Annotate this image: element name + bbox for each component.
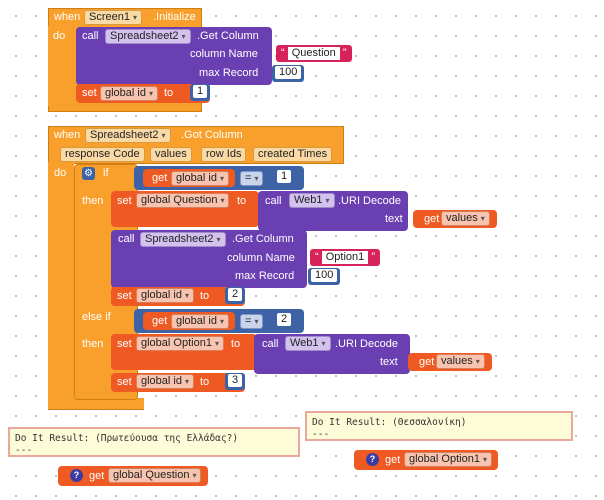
column-name-param-label: column Name	[190, 48, 258, 60]
result-line-2: ---	[15, 445, 33, 456]
got-column-event-label: .Got Column	[181, 129, 243, 141]
do-label-2: do	[54, 167, 67, 179]
call-label: call	[82, 30, 99, 42]
uri-decode-method-label: .URI Decode	[338, 195, 401, 207]
do-label: do	[53, 30, 66, 42]
set-label-5: set	[117, 376, 132, 388]
question-text-block[interactable]: “ Question ”	[276, 45, 352, 62]
max-record-param-label-2: max Record	[235, 270, 295, 282]
when-label-2: when	[54, 129, 81, 141]
max-record-number-block[interactable]: 100	[272, 65, 305, 82]
max-record-param-label: max Record	[199, 67, 259, 79]
warning-question-icon-2[interactable]: ?	[366, 453, 379, 466]
else-if-label: else if	[82, 311, 111, 323]
max-record-number-block-2[interactable]: 100	[308, 268, 341, 285]
do-it-result-tooltip-option1: Do It Result: (Θεσσαλονίκη) ---	[305, 411, 573, 441]
global-id-dropdown-3[interactable]: global id▾	[136, 288, 194, 303]
set-label-4: set	[117, 338, 132, 350]
result-line-2-b: ---	[312, 429, 330, 440]
get-label: get	[152, 172, 168, 184]
mutator-gear-icon[interactable]: ⚙	[82, 167, 95, 180]
do-it-result-tooltip-question: Do It Result: (Πρωτεύουσα της Ελλάδας?) …	[8, 427, 300, 457]
call-web1-uri-decode-block-2[interactable]	[254, 334, 410, 374]
to-label-5: to	[200, 376, 210, 388]
values-dropdown-1[interactable]: values▾	[441, 211, 490, 226]
then-label-2: then	[82, 338, 104, 350]
web1-dropdown[interactable]: Web1▾	[289, 193, 335, 208]
warning-question-icon[interactable]: ?	[70, 469, 83, 482]
call-label-2: call	[265, 195, 282, 207]
global-id-dropdown[interactable]: global id▾	[100, 86, 158, 101]
param-response-code[interactable]: response Code	[60, 147, 145, 162]
param-values[interactable]: values	[150, 147, 192, 162]
param-row-ids[interactable]: row Ids	[201, 147, 247, 162]
text-param-label: text	[385, 213, 403, 225]
to-label-4: to	[231, 338, 241, 350]
spreadsheet2-component-dropdown[interactable]: Spreadsheet2▾	[85, 128, 171, 143]
set-label-2: set	[117, 195, 132, 207]
equals-operator-dropdown[interactable]: =▾	[240, 171, 264, 186]
equals-operator-dropdown-2[interactable]: =▾	[240, 314, 264, 329]
cond1-number-block[interactable]: 1	[274, 169, 295, 186]
get-label-5: get	[89, 470, 105, 482]
global-id-dropdown-5[interactable]: global id▾	[136, 374, 194, 389]
result-line-1-b: Do It Result: (Θεσσαλονίκη)	[312, 417, 467, 428]
global-option1-dropdown-2[interactable]: global Option1▾	[404, 452, 492, 467]
global-id-dropdown-4[interactable]: global id▾	[171, 314, 229, 329]
to-label-2: to	[237, 195, 247, 207]
param-created-times[interactable]: created Times	[253, 147, 333, 162]
set-id-number-block-2[interactable]: 2	[225, 287, 246, 304]
get-column-method-label: .Get Column	[197, 30, 259, 42]
get-label-4: get	[419, 356, 435, 368]
global-id-dropdown-2[interactable]: global id▾	[171, 171, 229, 186]
when-label: when	[54, 11, 81, 23]
global-option1-dropdown[interactable]: global Option1▾	[136, 336, 224, 351]
uri-decode-method-label-2: .URI Decode	[335, 338, 398, 350]
set-value-number-block[interactable]: 1	[190, 84, 211, 101]
if-label: if	[103, 167, 109, 179]
call-label-3: call	[118, 233, 135, 245]
get-label-3: get	[152, 315, 168, 327]
call-label-4: call	[262, 338, 279, 350]
set-label: set	[82, 87, 97, 99]
set-id-number-block-3[interactable]: 3	[225, 373, 246, 390]
get-label-6: get	[385, 454, 401, 466]
global-question-dropdown[interactable]: global Question▾	[136, 193, 230, 208]
screen1-component-dropdown[interactable]: Screen1▾	[84, 10, 142, 25]
result-line-1: Do It Result: (Πρωτεύουσα της Ελλάδας?)	[15, 433, 239, 444]
get-column-method-label-2: .Get Column	[232, 233, 294, 245]
spreadsheet2-dropdown-2[interactable]: Spreadsheet2▾	[140, 232, 226, 247]
initialize-event-label: .Initialize	[153, 11, 196, 23]
option1-text-block[interactable]: “ Option1 ”	[310, 249, 380, 266]
global-question-dropdown-2[interactable]: global Question▾	[108, 468, 202, 483]
spreadsheet2-dropdown[interactable]: Spreadsheet2▾	[105, 29, 191, 44]
get-label-2: get	[424, 213, 440, 225]
column-name-param-label-2: column Name	[227, 252, 295, 264]
to-label: to	[164, 87, 174, 99]
cond2-number-block[interactable]: 2	[274, 312, 295, 329]
set-label-3: set	[117, 290, 132, 302]
to-label-3: to	[200, 290, 210, 302]
then-label: then	[82, 195, 104, 207]
values-dropdown-2[interactable]: values▾	[436, 354, 485, 369]
web1-dropdown-2[interactable]: Web1▾	[285, 336, 331, 351]
text-param-label-2: text	[380, 356, 398, 368]
